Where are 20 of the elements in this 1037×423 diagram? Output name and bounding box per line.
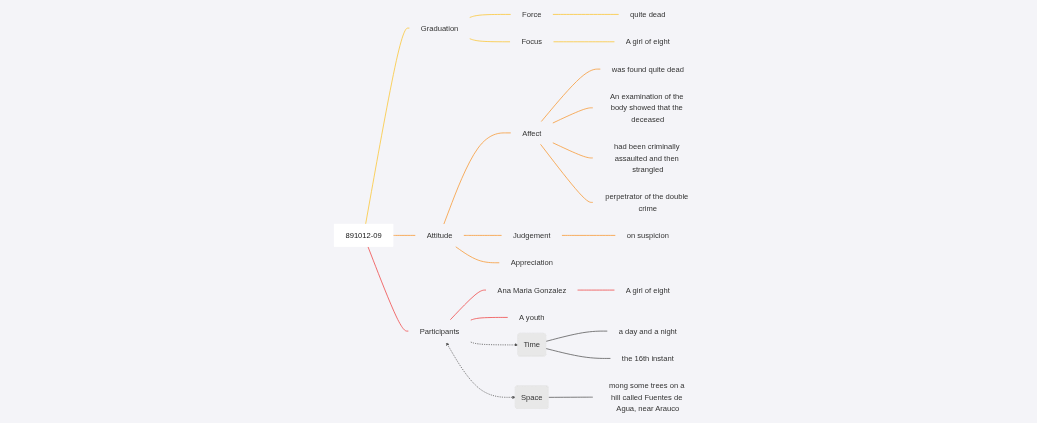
connector [548,396,594,398]
connector [545,348,611,359]
connector [470,317,509,321]
connector [455,246,500,264]
connector [443,132,512,225]
connector [552,14,620,15]
connector [469,14,512,18]
connector [540,68,601,122]
connector [392,235,416,236]
connector [553,41,615,43]
connector [469,38,511,43]
connector [561,235,616,236]
connector [367,246,409,332]
connector [365,27,410,225]
connector [450,289,487,321]
connector [540,143,594,203]
connector [463,235,502,236]
connector [552,142,594,159]
connector [552,107,594,124]
connector [545,330,608,342]
